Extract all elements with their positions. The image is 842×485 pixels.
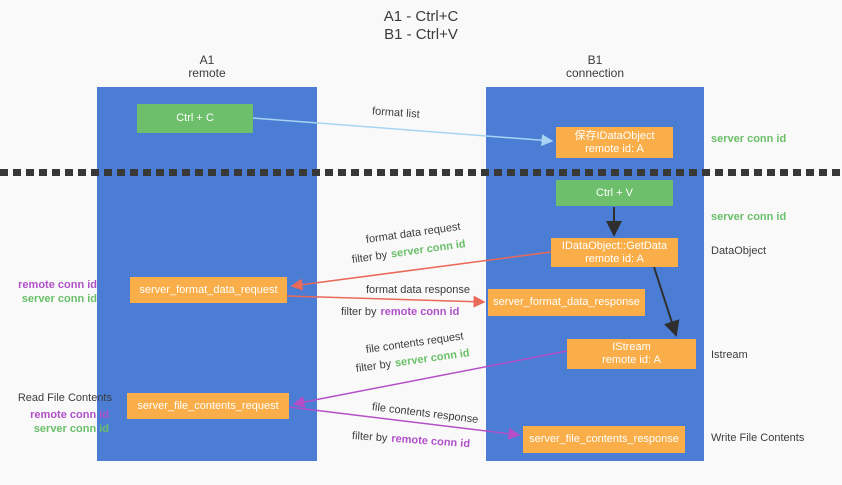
getdata-box: IDataObject::GetData remote id: A	[551, 238, 678, 267]
remote-conn-id-text: remote conn id	[390, 432, 471, 451]
save-dataobject-line1: 保存IDataObject	[574, 129, 655, 142]
filter-by-prefix: filter by	[355, 358, 392, 375]
filter-by-remote-conn-id-label-1: filter by remote conn id	[341, 306, 459, 318]
server-conn-id-side-label-2: server conn id	[711, 211, 787, 223]
lifeline-header-b1: B1 connection	[486, 54, 704, 80]
remote-conn-id-left-1: remote conn id	[18, 279, 97, 291]
server-format-data-response-box: server_format_data_response	[488, 289, 645, 316]
save-dataobject-box: 保存IDataObject remote id: A	[556, 127, 673, 158]
write-file-contents-label: Write File Contents	[711, 432, 805, 444]
istream-line2: remote id: A	[602, 354, 661, 366]
dotted-divider-line	[0, 169, 842, 176]
server-format-data-request-box: server_format_data_request	[130, 277, 287, 303]
lifeline-a1-role: remote	[188, 66, 226, 80]
lifeline-b1-role: connection	[565, 66, 625, 80]
server-format-data-response-label: server_format_data_response	[493, 296, 640, 308]
istream-line1: IStream	[612, 341, 651, 353]
ctrl-c-box: Ctrl + C	[137, 104, 253, 133]
diagram-title: A1 - Ctrl+C B1 - Ctrl+V	[0, 8, 842, 44]
server-format-data-request-label: server_format_data_request	[139, 283, 278, 296]
remote-conn-id-left-2: remote conn id	[30, 409, 109, 421]
title-line-1: A1 - Ctrl+C	[383, 8, 459, 25]
filter-by-prefix: filter by	[351, 430, 388, 445]
server-file-contents-request-box: server_file_contents_request	[127, 393, 289, 419]
read-file-contents-label: Read File Contents	[17, 392, 112, 404]
filter-by-remote-conn-id-label-2: filter by remote conn id	[352, 430, 471, 450]
istream-side-label: Istream	[711, 349, 748, 361]
istream-box: IStream remote id: A	[567, 339, 696, 369]
server-file-contents-response-label: server_file_contents_response	[529, 433, 679, 445]
server-conn-id-side-label-1: server conn id	[711, 133, 787, 145]
conn-id-left-block-1: remote conn id server conn id	[0, 278, 97, 306]
conn-id-left-block-2: remote conn id server conn id	[0, 408, 109, 436]
filter-by-prefix: filter by	[341, 306, 377, 318]
lifeline-header-a1: A1 remote	[97, 54, 317, 80]
server-conn-id-left-2: server conn id	[33, 423, 109, 435]
title-line-2: B1 - Ctrl+V	[384, 26, 458, 43]
format-list-label: format list	[371, 105, 421, 121]
lifeline-a1-name: A1	[199, 53, 215, 67]
ctrl-v-box: Ctrl + V	[556, 180, 673, 206]
save-dataobject-line2: remote id: A	[585, 142, 644, 155]
file-contents-response-label: file contents response	[371, 401, 479, 426]
format-data-response-label: format data response	[366, 284, 470, 296]
server-file-contents-response-box: server_file_contents_response	[523, 426, 685, 453]
getdata-line2: remote id: A	[585, 252, 644, 265]
remote-conn-id-text: remote conn id	[380, 306, 460, 318]
server-conn-id-left-1: server conn id	[21, 293, 97, 305]
dataobject-side-label: DataObject	[711, 245, 767, 257]
server-file-contents-request-label: server_file_contents_request	[137, 399, 279, 412]
getdata-line1: IDataObject::GetData	[561, 239, 668, 252]
ctrl-v-label: Ctrl + V	[596, 186, 633, 199]
lifeline-b1-name: B1	[587, 53, 603, 67]
filter-by-prefix: filter by	[351, 249, 388, 266]
server-conn-id-text: server conn id	[390, 238, 467, 261]
ctrl-c-label: Ctrl + C	[176, 112, 214, 124]
